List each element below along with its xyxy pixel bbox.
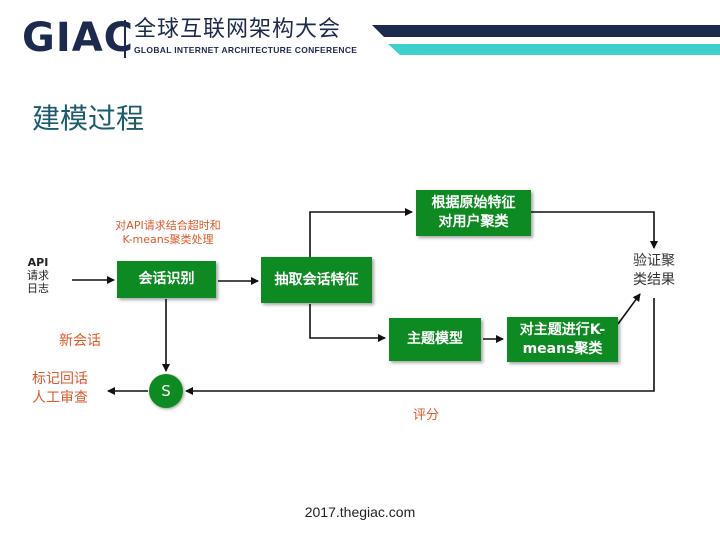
s-node: S	[149, 374, 183, 408]
extract-features-box: 抽取会话特征	[261, 257, 372, 303]
giac-logo: GIAC	[22, 15, 135, 61]
cluster-topic-box: 对主题进行K- means聚类	[507, 317, 618, 362]
cluster-topic-line1: 对主题进行K-	[519, 321, 606, 338]
verify-results-label: 验证聚 类结果	[620, 252, 688, 290]
arrow-cluster-original-to-verify	[530, 211, 658, 249]
slide-title: 建模过程	[32, 102, 145, 135]
navy-stripe	[372, 25, 720, 37]
input-log-line: 日志	[27, 282, 49, 295]
logo-divider	[124, 20, 126, 58]
arrow-extract-to-topic-model	[309, 304, 386, 342]
mark-review-label: 标记回话 人工审查	[22, 370, 98, 408]
header-stripes	[372, 25, 720, 55]
input-api-log-label: API 请求 日志	[16, 256, 60, 295]
cluster-topic-line2: means聚类	[522, 340, 603, 357]
conference-name-cn: 全球互联网架构大会	[134, 17, 342, 42]
verify-line1: 验证聚	[633, 253, 675, 269]
cluster-original-box: 根据原始特征 对用户聚类	[416, 190, 531, 236]
footer-url: 2017.thegiac.com	[304, 504, 416, 520]
input-api-line: API	[27, 256, 49, 269]
conference-name-en: GLOBAL INTERNET ARCHITECTURE CONFERENCE	[134, 45, 358, 55]
cluster-original-line2: 对用户聚类	[438, 214, 509, 230]
mark-review-line1: 标记回话	[32, 371, 88, 387]
score-label: 评分	[412, 408, 439, 423]
mark-review-line2: 人工审查	[32, 390, 88, 406]
arrow-verify-to-s	[185, 298, 655, 395]
arrow-extract-to-cluster-original	[309, 208, 413, 260]
new-session-label: 新会话	[59, 333, 101, 349]
arrow-cluster-topic-to-verify	[617, 293, 641, 325]
processing-note-line1: 对API请求结合超时和	[115, 219, 221, 232]
teal-stripe	[388, 44, 720, 55]
verify-line2: 类结果	[633, 272, 675, 288]
processing-note: 对API请求结合超时和 K-means聚类处理	[98, 219, 238, 247]
cluster-original-line1: 根据原始特征	[431, 195, 516, 211]
header: GIAC 全球互联网架构大会 GLOBAL INTERNET ARCHITECT…	[0, 0, 720, 70]
processing-note-line2: K-means聚类处理	[122, 233, 214, 246]
input-request-line: 请求	[27, 269, 49, 282]
session-identify-box: 会话识别	[117, 261, 216, 298]
topic-model-box: 主题模型	[389, 318, 481, 361]
